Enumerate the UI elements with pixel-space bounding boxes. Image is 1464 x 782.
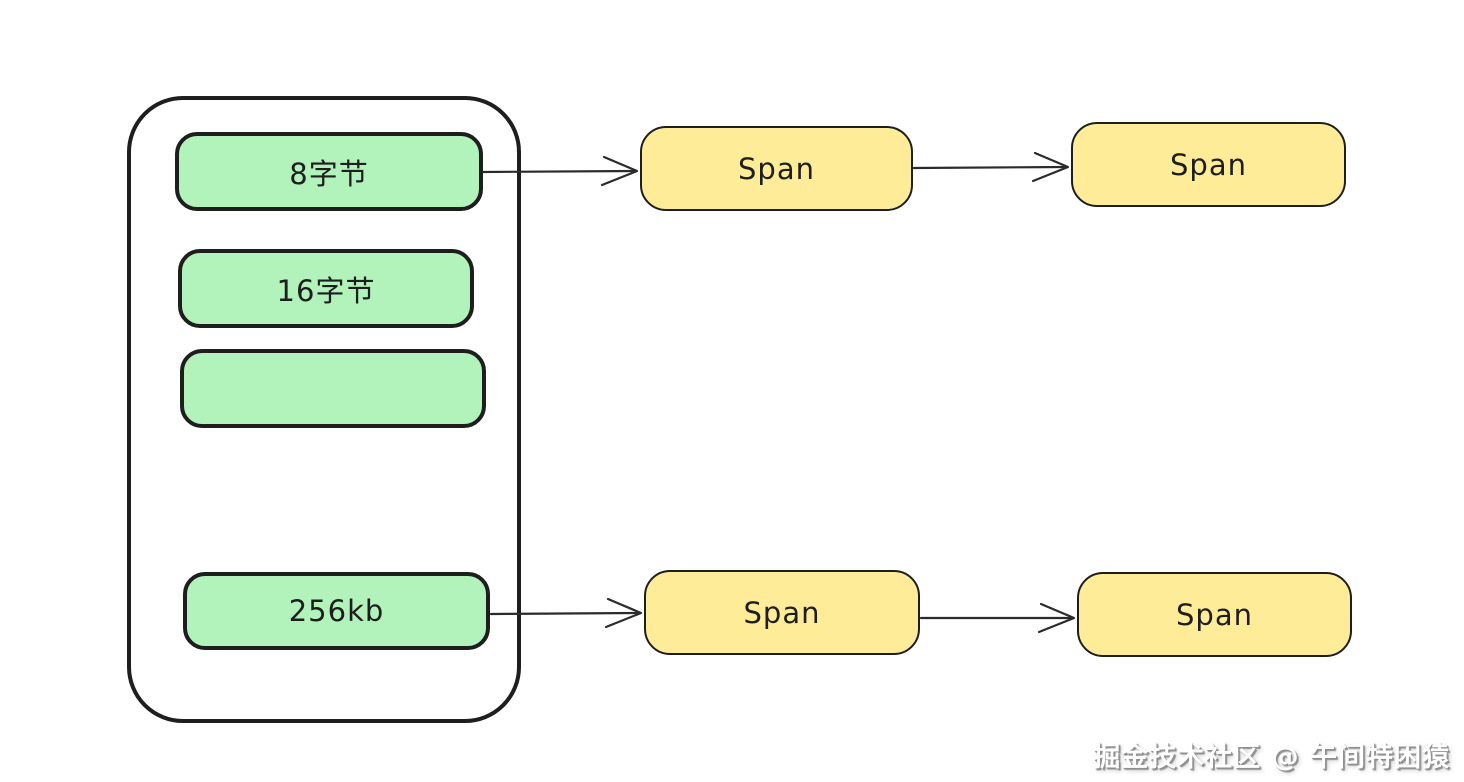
span-node-label: Span: [1176, 597, 1253, 632]
span-node-bottom-2: Span: [1077, 572, 1352, 657]
watermark: 掘金技术社区 @ 午间特困猿: [1093, 742, 1450, 773]
span-node-label: Span: [1170, 147, 1247, 182]
size-block-16-bytes: 16字节: [178, 249, 474, 328]
span-node-top-1: Span: [640, 126, 913, 211]
size-block-label: 8字节: [289, 156, 369, 191]
size-block-empty: [180, 349, 486, 428]
arrow-span-top-1-to-2: [912, 151, 1070, 183]
span-node-bottom-1: Span: [644, 570, 920, 655]
size-block-8-bytes: 8字节: [175, 132, 483, 211]
size-block-label: 256kb: [288, 594, 385, 628]
span-node-top-2: Span: [1071, 122, 1346, 207]
span-node-label: Span: [743, 595, 821, 630]
size-block-label: 16字节: [276, 273, 376, 308]
size-block-256kb: 256kb: [183, 572, 490, 650]
arrow-span-bottom-1-to-2: [919, 602, 1076, 634]
span-node-label: Span: [738, 151, 815, 186]
